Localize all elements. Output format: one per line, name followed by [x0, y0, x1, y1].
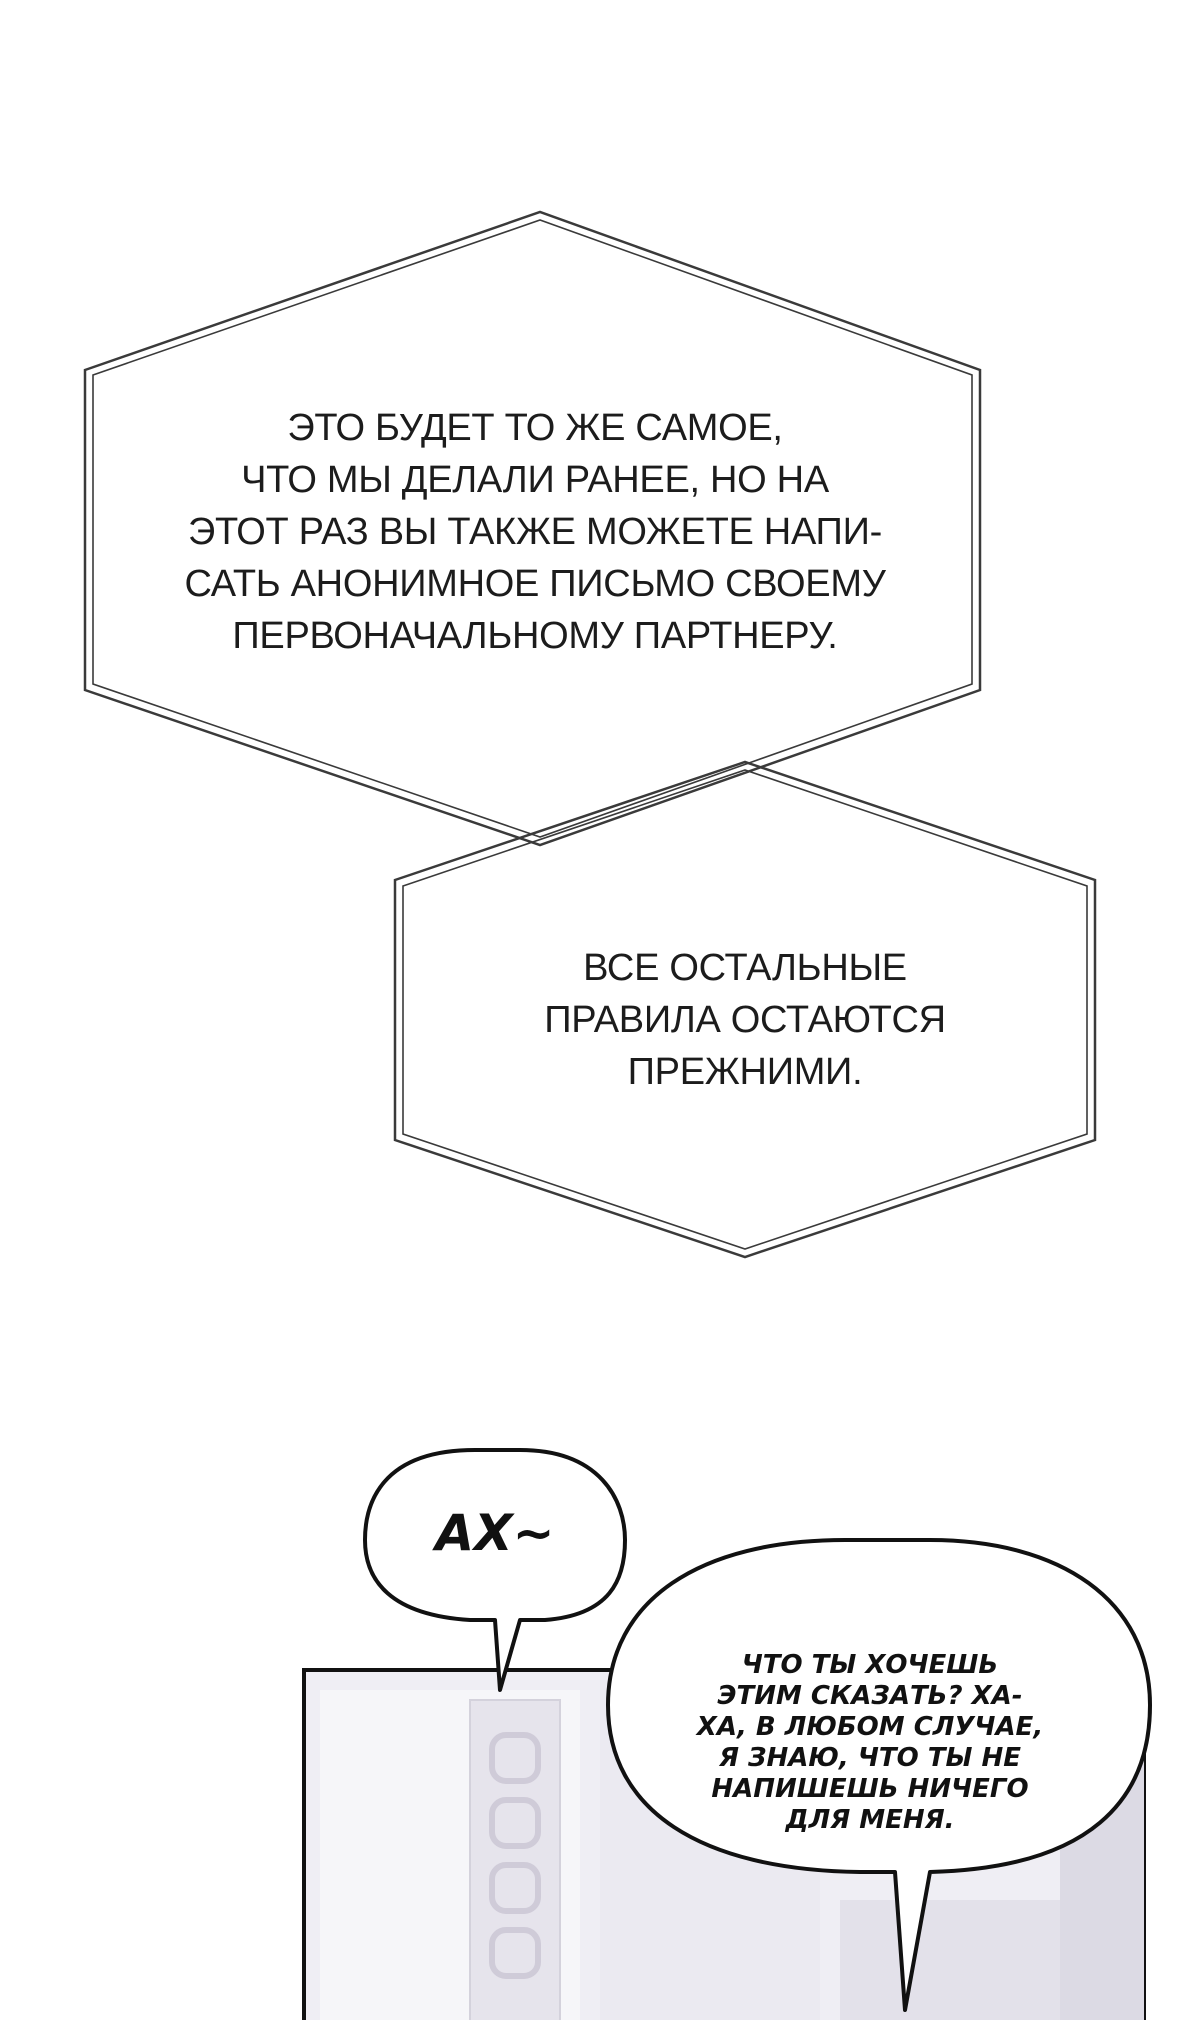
- speech-text-1: АХ~: [435, 1504, 555, 1562]
- speech-text-2: ЧТО ТЫ ХОЧЕШЬ ЭТИМ СКАЗАТЬ? ХА- ХА, В ЛЮ…: [696, 1650, 1044, 1835]
- narration-frame-2: [393, 760, 1097, 1259]
- narration-text-2: ВСЕ ОСТАЛЬНЫЕ ПРАВИЛА ОСТАЮТСЯ ПРЕЖНИМИ.: [544, 947, 946, 1093]
- speech-bubble-2: [606, 1538, 1152, 2012]
- narration-text-1: ЭТО БУДЕТ ТО ЖЕ САМОЕ, ЧТО МЫ ДЕЛАЛИ РАН…: [184, 407, 886, 657]
- speech-bubble-1: [363, 1448, 627, 1692]
- narration-frame-1: [83, 210, 982, 847]
